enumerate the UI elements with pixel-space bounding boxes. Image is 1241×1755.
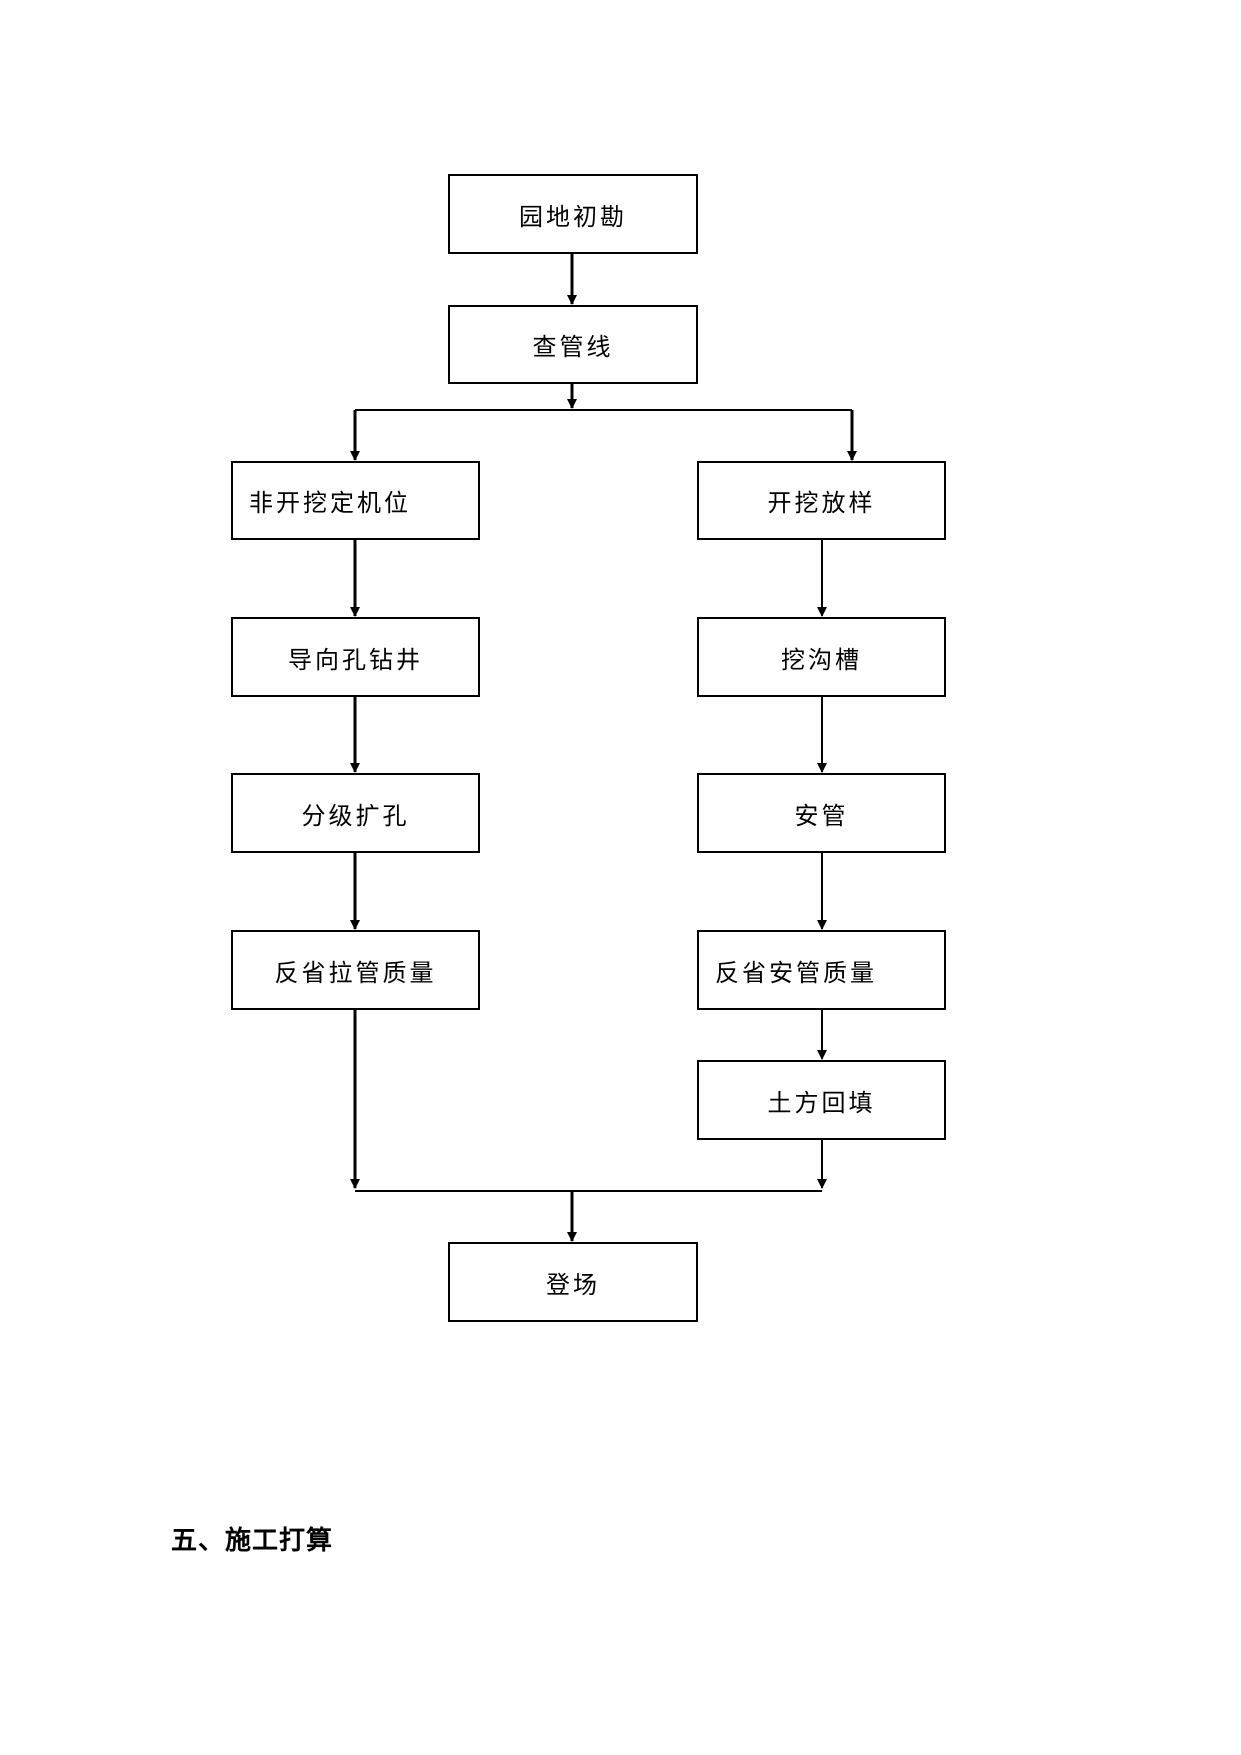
node-check-pipelines: 查管线 bbox=[448, 305, 698, 384]
node-demobilize: 登场 bbox=[448, 1242, 698, 1322]
node-dig-trench: 挖沟槽 bbox=[697, 617, 946, 697]
node-staged-reaming: 分级扩孔 bbox=[231, 773, 480, 853]
node-check-install-quality: 反省安管质量 bbox=[697, 930, 946, 1010]
node-pilot-hole-drilling: 导向孔钻井 bbox=[231, 617, 480, 697]
node-backfill: 土方回填 bbox=[697, 1060, 946, 1140]
node-trenchless-positioning: 非开挖定机位 bbox=[231, 461, 480, 540]
node-site-survey: 园地初勘 bbox=[448, 174, 698, 254]
node-check-pulling-quality: 反省拉管质量 bbox=[231, 930, 480, 1010]
node-install-pipe: 安管 bbox=[697, 773, 946, 853]
section-heading: 五、施工打算 bbox=[171, 1526, 334, 1556]
node-excavation-layout: 开挖放样 bbox=[697, 461, 946, 540]
